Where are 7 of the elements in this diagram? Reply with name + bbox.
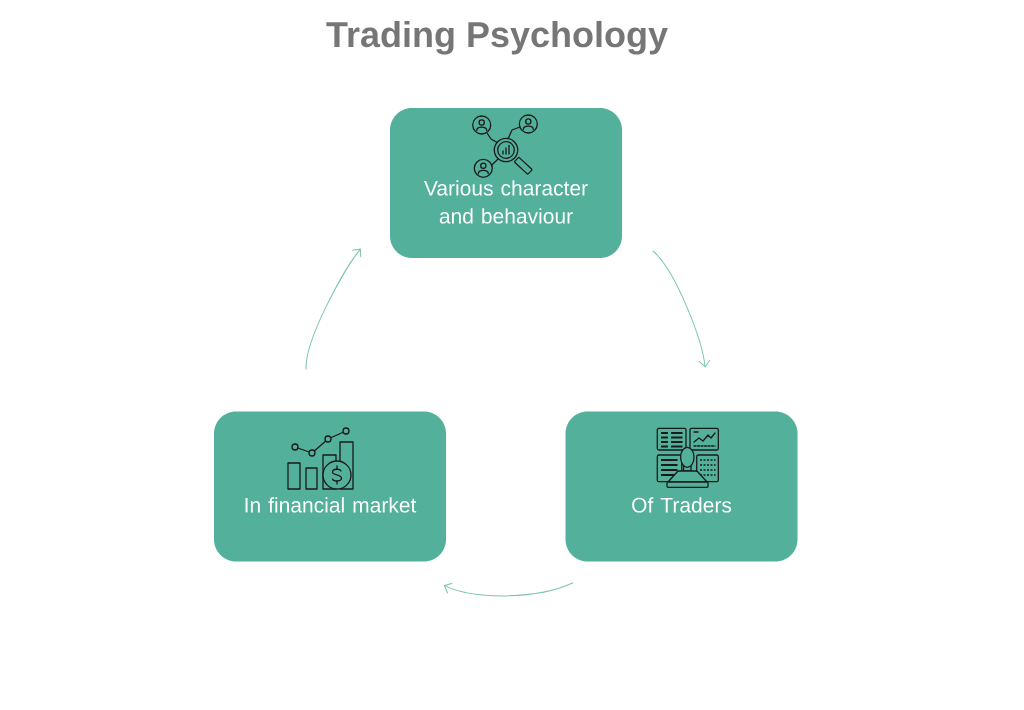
title: Trading Psychology [326, 20, 668, 55]
curved-arrow [444, 582, 574, 597]
process-box: Various character and behaviour [390, 108, 622, 258]
curved-arrow [652, 250, 711, 368]
process-box: Of Traders [565, 411, 798, 562]
curved-arrow [305, 248, 362, 370]
process-box: In financial market [214, 411, 446, 562]
